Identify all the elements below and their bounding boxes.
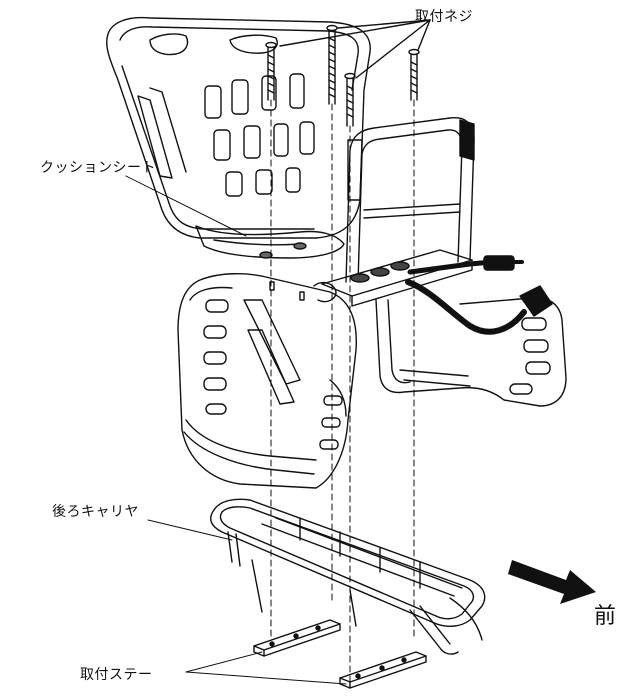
front-arrow-icon [508, 560, 596, 604]
footrest-right [375, 297, 567, 407]
screw-4 [408, 48, 420, 101]
alignment-lines [270, 99, 415, 687]
stay-1 [253, 619, 341, 657]
mounting-stays-label: 取付ステー [80, 667, 153, 683]
screw-3 [344, 72, 356, 127]
mounting-stays [253, 619, 427, 689]
screws [265, 19, 431, 127]
cushion-seat-label: クッションシート [40, 160, 156, 176]
seat-belt [405, 255, 553, 335]
front-direction-label: 前 [594, 604, 617, 629]
mounting-screws-label: 取付ネジ [415, 9, 473, 25]
rear-carrier [210, 498, 486, 655]
screw-2 [326, 24, 338, 105]
footrest-left [177, 273, 357, 489]
stay-2 [339, 651, 427, 689]
handle-frame [345, 117, 475, 283]
leader-lines [125, 175, 347, 685]
seat-back [106, 16, 371, 259]
rear-carrier-label: 後ろキャリヤ [52, 504, 139, 520]
screw-1 [265, 41, 277, 101]
base-plate [259, 242, 473, 307]
